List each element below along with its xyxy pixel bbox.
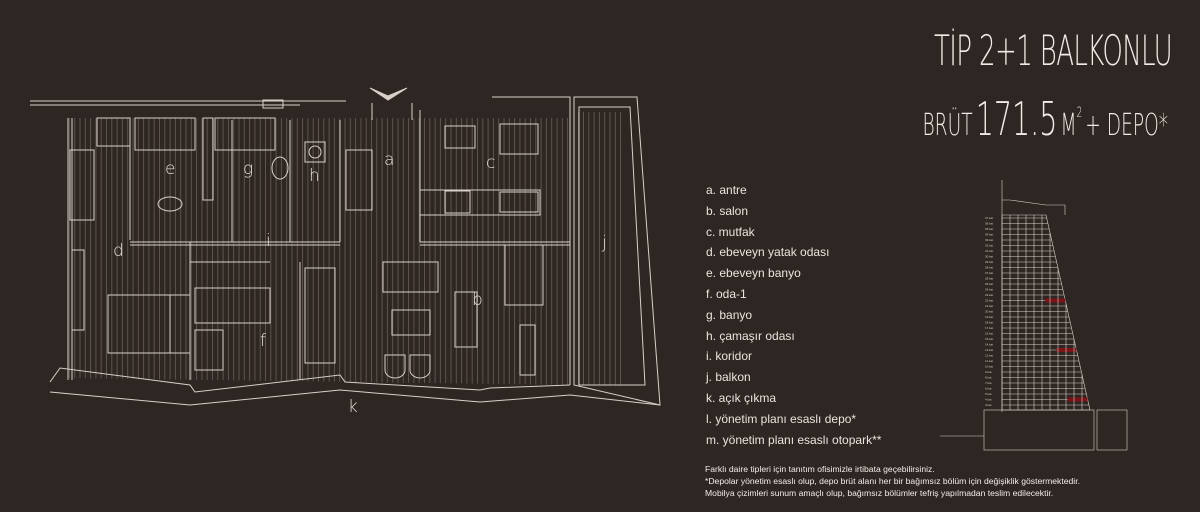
- floor-label: 34.kat: [985, 233, 993, 237]
- room-label-i: i: [266, 231, 271, 251]
- floor-label: 9.kat: [985, 370, 992, 374]
- room-label-b: b: [472, 290, 483, 310]
- floor-label: 32.kat: [985, 244, 993, 248]
- floor-label: 11.kat: [985, 359, 993, 363]
- floor-label: 35.kat: [985, 227, 993, 231]
- floor-label: 28.kat: [985, 266, 993, 270]
- sofa: [382, 261, 439, 293]
- sink: [499, 191, 539, 213]
- washer: [304, 141, 326, 163]
- floor-label: 30.kat: [985, 255, 993, 259]
- floor-label: 23.kat: [985, 293, 993, 297]
- legend-item: d. ebeveyn yatak odası: [706, 245, 830, 260]
- room-label-j: j: [601, 233, 607, 253]
- floor-label: 3.kat: [985, 403, 992, 407]
- floor-label: 16.kat: [985, 332, 993, 336]
- plan-title: TİP 2+1 BALKONLU: [933, 26, 1173, 75]
- floor-label: 5.kat: [985, 392, 992, 396]
- room-label-k: k: [348, 397, 358, 417]
- legend-item: e. ebeveyn banyo: [706, 266, 801, 281]
- legend-item: h. çamaşır odası: [706, 328, 795, 343]
- desk: [194, 329, 224, 371]
- armchair: [454, 291, 478, 348]
- gross-area-value: 171.5: [975, 92, 1058, 146]
- floor-label: 27.kat: [985, 271, 993, 275]
- legend-item: m. yönetim planı esaslı otopark**: [706, 432, 882, 447]
- room-label-d: d: [113, 241, 124, 261]
- floor-plan: [30, 87, 661, 406]
- floor-label: 33.kat: [985, 238, 993, 242]
- floor-label: 37.kat: [985, 216, 993, 220]
- floor-label: 14.kat: [985, 343, 993, 347]
- floor-label: 7.kat: [985, 381, 992, 385]
- room-label-g: g: [243, 159, 253, 179]
- coffee-table: [391, 309, 431, 336]
- legend-item: g. banyo: [706, 307, 753, 322]
- legend-item: a. antre: [706, 183, 747, 197]
- shaft: [262, 99, 284, 109]
- footnote: Farklı daire tipleri için tanıtım ofisim…: [705, 464, 935, 474]
- room-legend: a. antre b. salon c. mutfak d. ebeveyn y…: [706, 180, 881, 450]
- floor-label: 15.kat: [985, 337, 993, 341]
- room-label-c: c: [486, 153, 495, 173]
- floor-label: 20.kat: [985, 310, 993, 314]
- floor-label: 26.kat: [985, 277, 993, 281]
- legend-item: c. mutfak: [706, 224, 755, 239]
- legend-item: l. yönetim planı esaslı depo*: [706, 411, 857, 426]
- floor-label: 31.kat: [985, 249, 993, 253]
- dining-table: [504, 244, 544, 306]
- footnote: Mobilya çizimleri sunum amaçlı olup, bağ…: [705, 488, 1054, 498]
- floor-label: 22.kat: [985, 299, 993, 303]
- floor-label: 17.kat: [985, 326, 993, 330]
- highlighted-floor: [1067, 397, 1088, 402]
- floor-label: 10.kat: [985, 365, 993, 369]
- legend-item: k. açık çıkma: [706, 390, 777, 405]
- room-label-h: h: [309, 166, 320, 186]
- footnote: *Depolar yönetim esaslı olup, depo brüt …: [705, 476, 1080, 486]
- floor-label: 19.kat: [985, 315, 993, 319]
- floor-label: 25.kat: [985, 282, 993, 286]
- single-bed: [194, 287, 271, 324]
- room-label-a: a: [384, 150, 394, 170]
- floor-label: 18.kat: [985, 321, 993, 325]
- kitchen-table: [499, 123, 539, 155]
- floor-label: 36.kat: [985, 222, 993, 226]
- floor-label: 29.kat: [985, 260, 993, 264]
- room-label-f: f: [260, 331, 266, 351]
- highlighted-floor: [1045, 298, 1066, 303]
- floor-label: 8.kat: [985, 376, 992, 380]
- legend-item: b. salon: [706, 203, 749, 218]
- floor-label: 4.kat: [985, 398, 992, 402]
- floor-label: 21.kat: [985, 304, 993, 308]
- floor-label: 6.kat: [985, 387, 992, 391]
- floor-label: 12.kat: [985, 354, 993, 358]
- room-labels: a b c d e f g h i j k: [113, 150, 607, 417]
- gross-area: BRÜT 171.5 M2 + DEPO*: [922, 92, 1168, 146]
- legend-item: i. koridor: [706, 349, 753, 364]
- legend-item: f. oda-1: [706, 286, 747, 301]
- footnotes: Farklı daire tipleri için tanıtım ofisim…: [705, 463, 1080, 499]
- floor-label: 24.kat: [985, 288, 993, 292]
- legend-item: j. balkon: [706, 370, 751, 385]
- floor-label: 13.kat: [985, 348, 993, 352]
- room-label-e: e: [165, 159, 175, 179]
- cooktop: [444, 190, 471, 214]
- highlighted-floor: [1056, 348, 1077, 352]
